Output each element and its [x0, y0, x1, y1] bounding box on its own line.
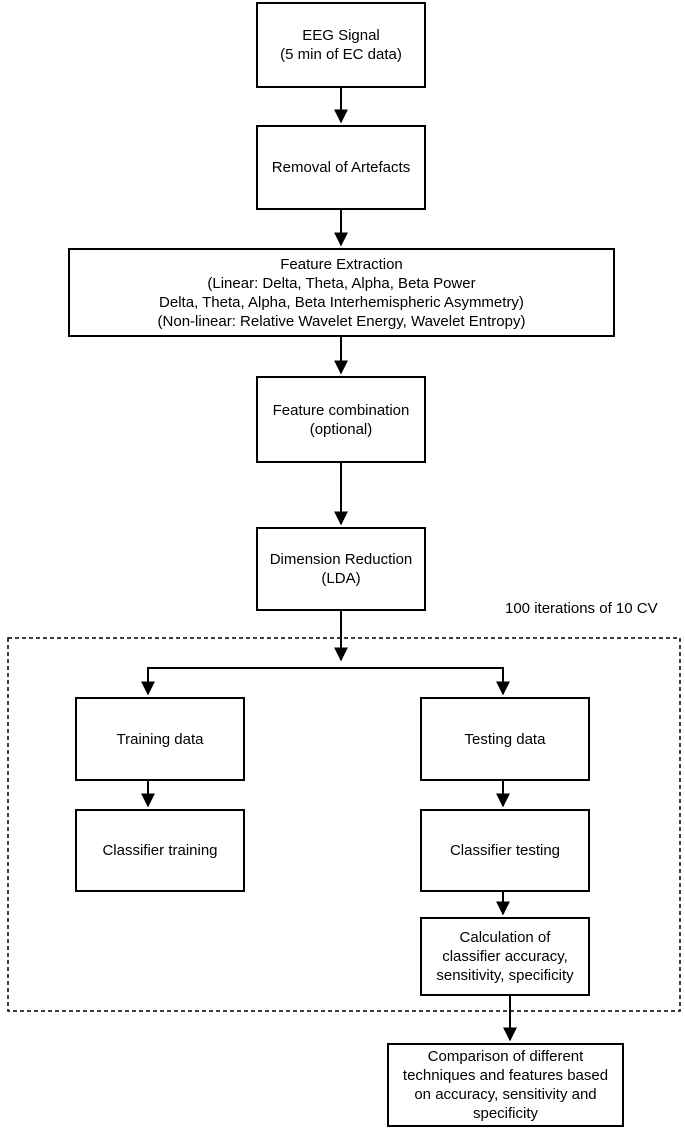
- training-data-box: Training data: [75, 697, 245, 781]
- feature-combination-box: Feature combination(optional): [256, 376, 426, 463]
- training-data-line: Training data: [116, 730, 204, 748]
- testing-data-box: Testing data: [420, 697, 590, 781]
- feature-combination-line: (optional): [309, 420, 373, 438]
- testing-data-line: Testing data: [464, 730, 546, 748]
- feature-extraction-box: Feature Extraction(Linear: Delta, Theta,…: [68, 248, 615, 337]
- split-connector: [147, 667, 504, 694]
- eeg-signal-line: (5 min of EC data): [280, 46, 402, 63]
- cv-region-border: [7, 637, 681, 1012]
- comparison-line: techniques and features based: [402, 1067, 609, 1084]
- cv-region-label: 100 iterations of 10 CV: [505, 600, 658, 617]
- removal-of-artefacts-box: Removal of Artefacts: [256, 125, 426, 210]
- eeg-signal-box: EEG Signal (5 min of EC data): [256, 2, 426, 88]
- dimension-reduction-box: Dimension Reduction (LDA): [256, 527, 426, 611]
- calculation-line: Calculation of: [459, 929, 551, 946]
- dimension-reduction-line: (LDA): [321, 570, 361, 587]
- classifier-training-line: Classifier training: [102, 842, 218, 859]
- removal-line: Removal of Artefacts: [271, 159, 411, 176]
- feature-extraction-line: (Linear: Delta, Theta, Alpha, Beta Power: [207, 274, 476, 292]
- feature-extraction-line: Feature Extraction: [280, 255, 403, 273]
- comparison-box: Comparison of different techniques and fe…: [387, 1043, 624, 1127]
- calculation-line: sensitivity, specificity: [436, 967, 574, 984]
- feature-extraction-line: Delta, Theta, Alpha, Beta Interhemispher…: [159, 293, 524, 311]
- classifier-testing-line: Classifier testing: [449, 842, 561, 859]
- comparison-line: on accuracy, sensitivity and: [414, 1086, 597, 1103]
- comparison-line: specificity: [472, 1105, 539, 1122]
- calculation-box: Calculation of classifier accuracy, sensit…: [420, 917, 590, 996]
- feature-extraction-line: (Non-linear: Relative Wavelet Energy, Wa…: [157, 312, 526, 330]
- feature-combination-line: Feature combination: [272, 401, 410, 419]
- eeg-signal-line: EEG Signal: [302, 27, 380, 44]
- calculation-line: classifier accuracy,: [442, 948, 568, 965]
- comparison-line: Comparison of different: [427, 1048, 584, 1065]
- classifier-testing-box: Classifier testing: [420, 809, 590, 892]
- classifier-training-box: Classifier training: [75, 809, 245, 892]
- dimension-reduction-line: Dimension Reduction: [269, 551, 413, 568]
